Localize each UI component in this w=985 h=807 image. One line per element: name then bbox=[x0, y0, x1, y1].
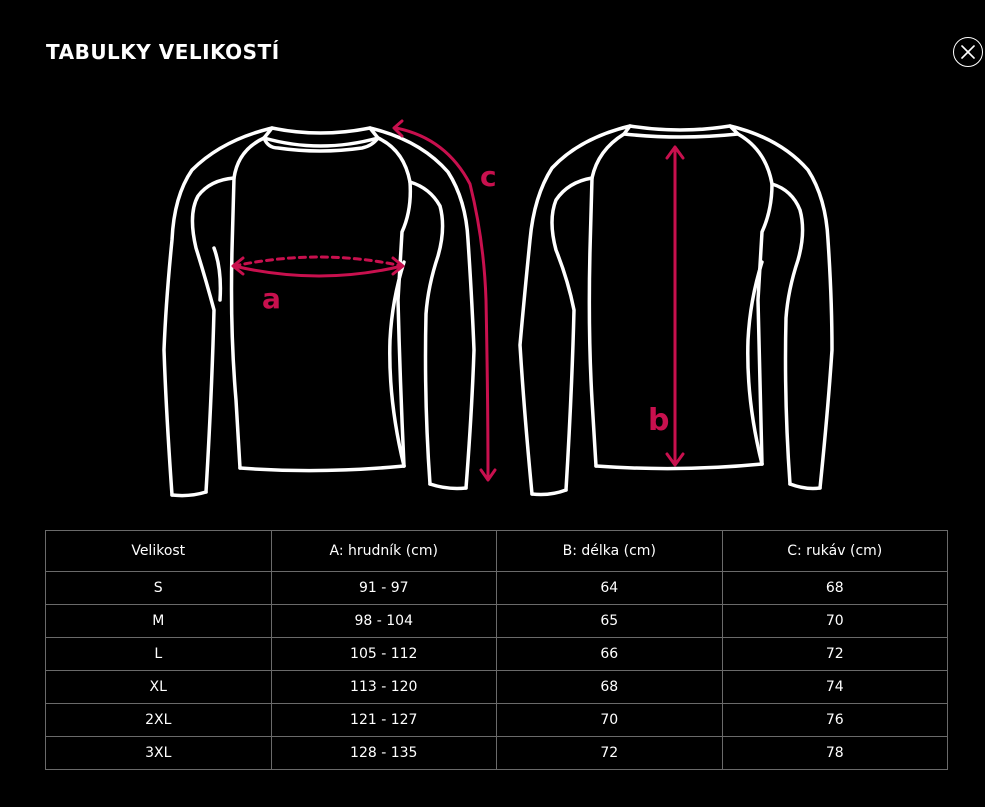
cell-chest: 105 - 112 bbox=[270, 637, 497, 671]
cell-length: 64 bbox=[496, 571, 723, 605]
header-chest: A: hrudník (cm) bbox=[270, 530, 497, 572]
modal-title: TABULKY VELIKOSTÍ bbox=[46, 40, 280, 64]
label-b: b bbox=[648, 403, 669, 438]
table-row: 2XL 121 - 127 70 76 bbox=[45, 703, 948, 737]
front-shirt-outline bbox=[162, 126, 476, 498]
cell-size: 2XL bbox=[45, 703, 272, 737]
cell-sleeve: 72 bbox=[721, 637, 948, 671]
cell-chest: 128 - 135 bbox=[270, 736, 497, 770]
cell-sleeve: 70 bbox=[721, 604, 948, 638]
cell-chest: 91 - 97 bbox=[270, 571, 497, 605]
header-sleeve: C: rukáv (cm) bbox=[721, 530, 948, 572]
table-row: 3XL 128 - 135 72 78 bbox=[45, 736, 948, 770]
label-a: a bbox=[262, 282, 281, 315]
shirt-measurement-illustration: a c b bbox=[150, 110, 850, 510]
header-size: Velikost bbox=[45, 530, 272, 572]
cell-sleeve: 74 bbox=[721, 670, 948, 704]
length-measurement-mark bbox=[665, 145, 685, 467]
size-table: Velikost A: hrudník (cm) B: délka (cm) C… bbox=[45, 530, 948, 770]
close-button[interactable] bbox=[953, 37, 983, 67]
back-shirt-outline bbox=[518, 124, 834, 497]
chest-measurement-mark bbox=[231, 255, 405, 278]
cell-length: 72 bbox=[496, 736, 723, 770]
cell-sleeve: 78 bbox=[721, 736, 948, 770]
cell-sleeve: 76 bbox=[721, 703, 948, 737]
cell-length: 68 bbox=[496, 670, 723, 704]
table-header-row: Velikost A: hrudník (cm) B: délka (cm) C… bbox=[45, 530, 948, 572]
cell-sleeve: 68 bbox=[721, 571, 948, 605]
table-row: XL 113 - 120 68 74 bbox=[45, 670, 948, 704]
cell-length: 65 bbox=[496, 604, 723, 638]
cell-size: S bbox=[45, 571, 272, 605]
table-row: S 91 - 97 64 68 bbox=[45, 571, 948, 605]
table-row: L 105 - 112 66 72 bbox=[45, 637, 948, 671]
cell-size: 3XL bbox=[45, 736, 272, 770]
cell-length: 66 bbox=[496, 637, 723, 671]
cell-size: L bbox=[45, 637, 272, 671]
cell-chest: 98 - 104 bbox=[270, 604, 497, 638]
table-row: M 98 - 104 65 70 bbox=[45, 604, 948, 638]
header-length: B: délka (cm) bbox=[496, 530, 723, 572]
label-c: c bbox=[480, 160, 497, 193]
cell-chest: 121 - 127 bbox=[270, 703, 497, 737]
cell-size: M bbox=[45, 604, 272, 638]
sleeve-measurement-mark bbox=[392, 119, 497, 482]
cell-size: XL bbox=[45, 670, 272, 704]
close-x-icon bbox=[961, 45, 975, 59]
cell-chest: 113 - 120 bbox=[270, 670, 497, 704]
cell-length: 70 bbox=[496, 703, 723, 737]
